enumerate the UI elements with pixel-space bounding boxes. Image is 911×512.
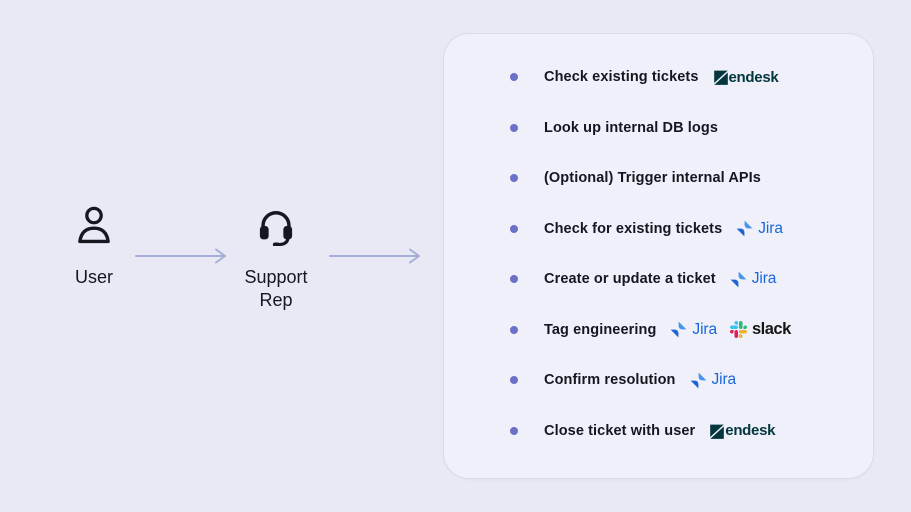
task-label: Look up internal DB logs <box>544 119 718 136</box>
task-item: Check for existing tickets Jira <box>444 204 873 255</box>
bullet-dot <box>510 174 518 183</box>
task-item: Look up internal DB logs <box>444 103 873 154</box>
node-user: User <box>44 204 144 289</box>
jira-wordmark: Jira <box>692 320 717 338</box>
task-label: Close ticket with user <box>544 422 696 439</box>
bullet-dot <box>510 73 518 82</box>
task-list: Check existing tickets endesk Look up in… <box>444 52 873 456</box>
user-label: User <box>74 267 113 287</box>
task-item: Check existing tickets endesk <box>444 52 873 103</box>
zendesk-mark-icon <box>710 424 725 439</box>
user-icon <box>78 206 110 244</box>
zendesk-wordmark: endesk <box>725 422 776 440</box>
jira-mark-icon <box>736 220 753 237</box>
task-logos: endesk <box>713 68 779 86</box>
slack-mark-icon <box>730 321 747 339</box>
bullet-dot <box>510 224 518 233</box>
bullet-dot <box>510 123 518 132</box>
zendesk-logo: endesk <box>713 68 779 86</box>
jira-mark-icon <box>730 271 747 288</box>
task-logos: endesk <box>709 422 775 440</box>
zendesk-logo: endesk <box>709 422 775 440</box>
jira-logo: Jira <box>736 220 783 238</box>
jira-mark-icon <box>671 321 687 338</box>
arrow-user-to-rep-icon <box>135 248 226 264</box>
slack-logo: slack <box>730 320 791 339</box>
task-label: Check for existing tickets <box>544 220 723 237</box>
bullet-dot <box>510 275 518 284</box>
bullet-dot <box>510 376 518 385</box>
slack-wordmark: slack <box>752 320 791 339</box>
jira-mark-icon <box>690 372 706 389</box>
task-label: (Optional) Trigger internal APIs <box>544 170 761 187</box>
task-label: Create or update a ticket <box>544 271 716 288</box>
arrow-rep-to-tasks-icon <box>329 248 420 264</box>
node-support-rep: Support Rep <box>226 204 326 312</box>
task-item: Create or update a ticket Jira <box>444 254 873 305</box>
zendesk-mark-icon <box>713 70 728 86</box>
task-item: Close ticket with user endesk <box>444 406 873 457</box>
task-item: (Optional) Trigger internal APIs <box>444 153 873 204</box>
task-item: Confirm resolution Jira <box>444 355 873 406</box>
bullet-dot <box>510 426 518 435</box>
task-logos: Jira <box>730 270 777 288</box>
jira-wordmark: Jira <box>751 270 777 288</box>
task-item: Tag engineering Jira slack <box>444 305 873 356</box>
task-logos: Jira slack <box>670 320 791 339</box>
bullet-dot <box>510 325 518 334</box>
zendesk-wordmark: endesk <box>728 68 779 86</box>
task-logos: Jira <box>690 371 737 389</box>
support-rep-label: Support Rep <box>244 267 308 310</box>
task-panel: Check existing tickets endesk Look up in… <box>443 33 874 479</box>
headset-icon <box>259 211 293 246</box>
task-logos: Jira <box>736 220 783 238</box>
jira-wordmark: Jira <box>711 371 737 389</box>
jira-logo: Jira <box>670 321 717 339</box>
task-label: Tag engineering <box>544 321 657 338</box>
task-label: Check existing tickets <box>544 69 699 86</box>
jira-wordmark: Jira <box>758 219 783 237</box>
task-label: Confirm resolution <box>544 372 676 389</box>
jira-logo: Jira <box>730 270 777 288</box>
jira-logo: Jira <box>690 371 737 389</box>
